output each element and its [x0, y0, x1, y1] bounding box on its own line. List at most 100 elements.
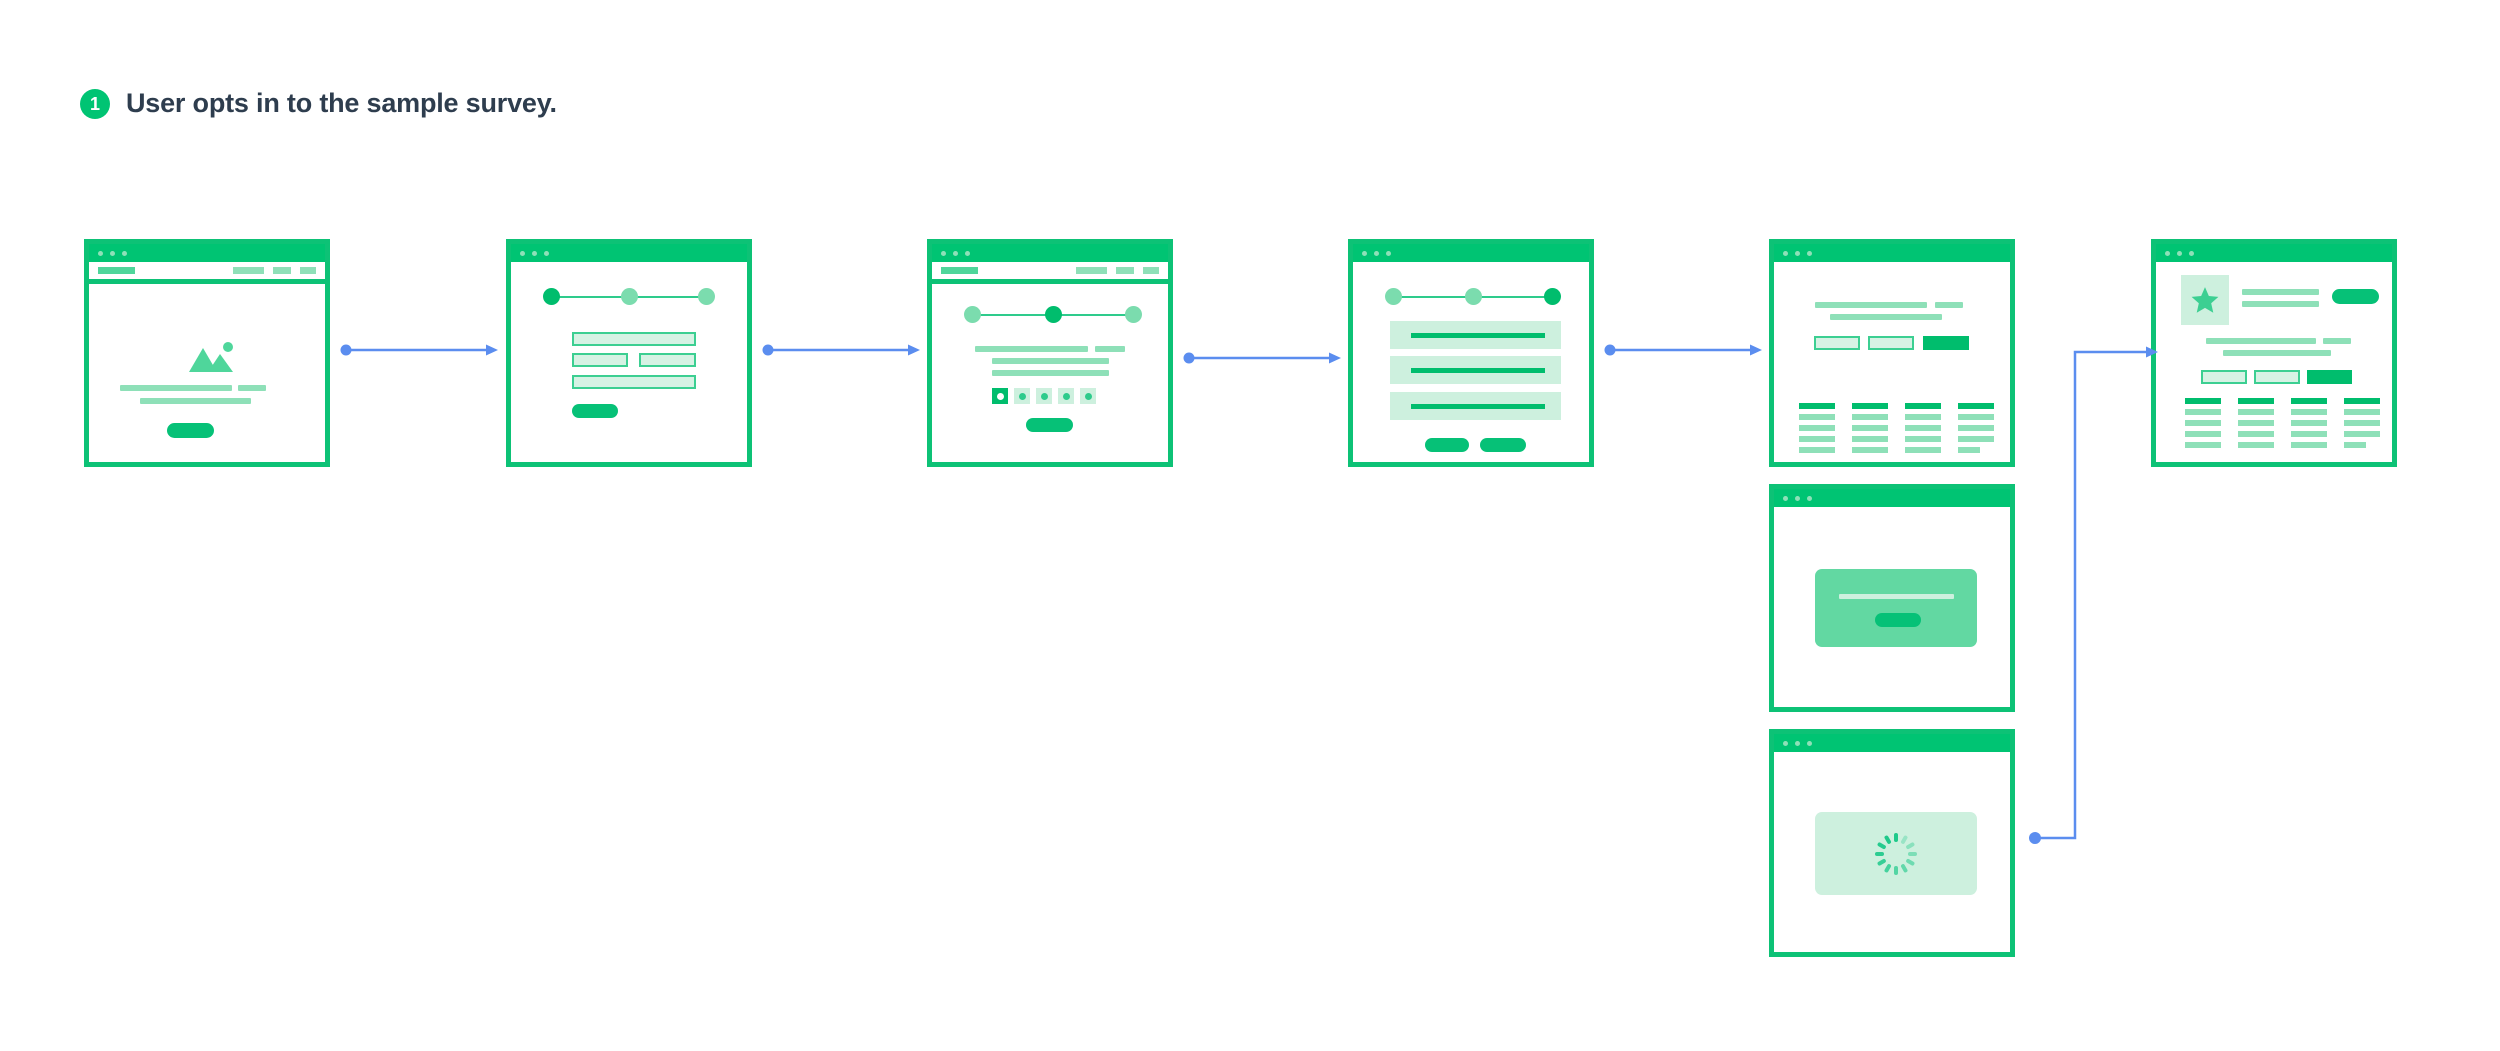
nav-link-1[interactable] [233, 267, 264, 274]
logo-placeholder[interactable] [98, 267, 135, 274]
nav-link-2[interactable] [1116, 267, 1134, 274]
table-header-cell [1905, 403, 1941, 409]
form-input-half-left[interactable] [572, 353, 628, 367]
question-line-1 [975, 346, 1088, 352]
survey-step-2-screen[interactable] [927, 239, 1173, 467]
step-title: User opts in to the sample survey. [126, 88, 557, 118]
window-titlebar [932, 244, 1168, 262]
window-dot-minimize-icon [1374, 250, 1379, 256]
window-dot-maximize-icon [544, 250, 549, 256]
rating-option-3[interactable] [1036, 388, 1052, 404]
table-cell [2238, 409, 2274, 415]
window-dot-minimize-icon [1795, 495, 1800, 501]
survey-step-1-content [511, 262, 747, 462]
filter-input-1[interactable] [1814, 336, 1860, 350]
confirmation-modal-screen[interactable] [1769, 484, 2015, 712]
table-header-cell [2291, 398, 2327, 404]
rating-option-1[interactable] [992, 388, 1008, 404]
window-dot-close-icon [2165, 250, 2170, 256]
connector-landing-to-step1 [340, 344, 498, 356]
rating-option-2[interactable] [1014, 388, 1030, 404]
rating-option-5[interactable] [1080, 388, 1096, 404]
review-row-bar [1411, 403, 1545, 409]
table-cell [1905, 447, 1941, 453]
filter-input-2[interactable] [1868, 336, 1914, 350]
table-cell [1905, 414, 1941, 420]
table-cell [1905, 436, 1941, 442]
window-dot-maximize-icon [1807, 250, 1812, 256]
intro-line-1-trailing [1935, 302, 1963, 308]
table-cell [2344, 431, 2380, 437]
modal-confirm-button[interactable] [1875, 613, 1921, 627]
table-column-3 [2291, 398, 2327, 448]
nav-link-2[interactable] [273, 267, 291, 274]
connector-step2-to-step3 [1183, 352, 1341, 364]
intro-line-1 [1815, 302, 1927, 308]
review-row-1[interactable] [1390, 321, 1561, 349]
search-button[interactable] [1923, 336, 1969, 350]
window-dot-close-icon [941, 250, 946, 256]
window-titlebar [511, 244, 747, 262]
form-input-full-1[interactable] [572, 332, 696, 346]
form-input-full-2[interactable] [572, 375, 696, 389]
nav-link-1[interactable] [1076, 267, 1107, 274]
stepper-dot-2[interactable] [1045, 306, 1062, 323]
logo-placeholder[interactable] [941, 267, 978, 274]
filter-input-1[interactable] [2201, 370, 2247, 384]
rating-bullet-icon [996, 392, 1004, 400]
stepper-dot-2[interactable] [621, 288, 638, 305]
image-placeholder-icon [189, 342, 233, 372]
review-row-bar [1411, 332, 1545, 338]
table-cell [2185, 431, 2221, 437]
review-row-2[interactable] [1390, 356, 1561, 384]
window-dot-minimize-icon [1795, 740, 1800, 746]
loading-spinner-icon [1875, 833, 1917, 875]
submit-button[interactable] [1480, 438, 1526, 452]
stepper-dot-3[interactable] [698, 288, 715, 305]
subheading-line [140, 398, 251, 404]
window-dot-minimize-icon [953, 250, 958, 256]
loading-screen[interactable] [1769, 729, 2015, 957]
table-header-cell [2185, 398, 2221, 404]
loading-body [1774, 752, 2010, 952]
window-dot-maximize-icon [965, 250, 970, 256]
results-table-screen[interactable] [1769, 239, 2015, 467]
window-dot-minimize-icon [110, 250, 115, 256]
rating-scale[interactable] [992, 388, 1096, 404]
detail-desc-line-1-trailing [2323, 338, 2351, 344]
filter-input-2[interactable] [2254, 370, 2300, 384]
stepper-dot-1[interactable] [543, 288, 560, 305]
window-titlebar [1774, 244, 2010, 262]
table-cell [2185, 409, 2221, 415]
review-row-3[interactable] [1390, 392, 1561, 420]
cta-button[interactable] [167, 423, 214, 438]
landing-page-screen[interactable] [84, 239, 330, 467]
search-button[interactable] [2307, 370, 2352, 384]
question-line-1-trailing [1095, 346, 1125, 352]
window-dot-maximize-icon [122, 250, 127, 256]
survey-step-1-screen[interactable] [506, 239, 752, 467]
rating-bullet-icon [1062, 392, 1070, 400]
rating-option-4[interactable] [1058, 388, 1074, 404]
detail-page-screen[interactable] [2151, 239, 2397, 467]
window-dot-maximize-icon [1807, 495, 1812, 501]
star-thumbnail [2181, 275, 2229, 325]
next-button[interactable] [1026, 418, 1073, 432]
table-cell [2291, 420, 2327, 426]
survey-step-3-screen[interactable] [1348, 239, 1594, 467]
rating-bullet-icon [1084, 392, 1092, 400]
detail-action-button[interactable] [2332, 289, 2379, 304]
nav-link-3[interactable] [300, 267, 316, 274]
table-column-2 [2238, 398, 2274, 448]
stepper-dot-2[interactable] [1465, 288, 1482, 305]
back-button[interactable] [1425, 438, 1469, 452]
form-input-half-right[interactable] [639, 353, 696, 367]
survey-step-2-body [932, 262, 1168, 462]
stepper-dot-3[interactable] [1544, 288, 1561, 305]
stepper-dot-1[interactable] [964, 306, 981, 323]
stepper-dot-3[interactable] [1125, 306, 1142, 323]
survey-stepper [1385, 288, 1561, 306]
nav-link-3[interactable] [1143, 267, 1159, 274]
submit-button[interactable] [572, 404, 618, 418]
stepper-dot-1[interactable] [1385, 288, 1402, 305]
